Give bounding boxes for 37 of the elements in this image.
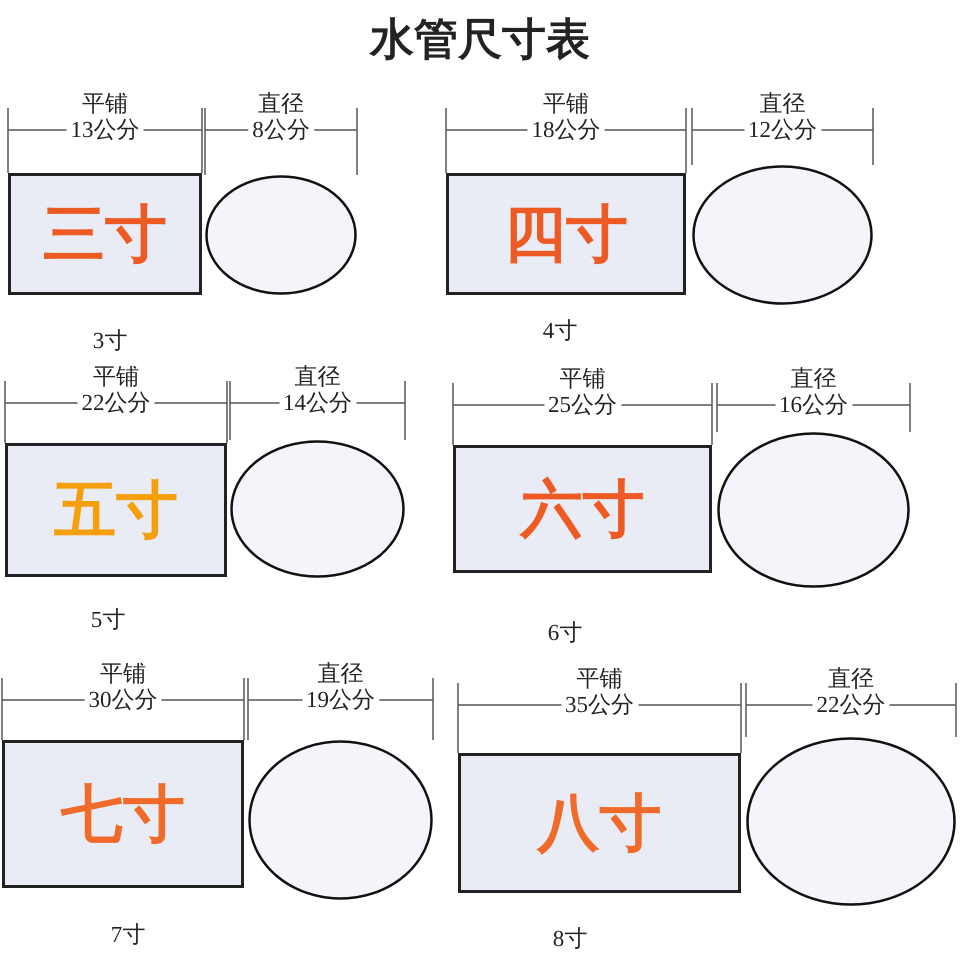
node-label: 6寸	[548, 619, 582, 647]
pipe-circle	[230, 440, 405, 578]
pipe-circle	[248, 740, 433, 900]
dimension-label: 直径	[758, 90, 806, 118]
node-label: 4寸	[542, 317, 578, 345]
flat-pipe-box	[2, 740, 244, 888]
title: 水管尺寸表	[370, 14, 590, 66]
flat-pipe-box	[453, 445, 712, 573]
node-label: 8寸	[552, 925, 588, 953]
pipe-circle	[692, 165, 873, 305]
flat-pipe-box	[458, 753, 741, 893]
dimension-label: 直径	[257, 90, 305, 118]
node-label: 3寸	[92, 327, 128, 355]
dimension-label: 平铺	[81, 90, 129, 118]
size-label: 六寸	[520, 478, 644, 540]
pipe-circle	[746, 737, 956, 906]
size-label: 四寸	[504, 203, 628, 265]
node-label: 5寸	[90, 606, 126, 634]
dimension-label: 平铺	[92, 363, 140, 391]
dimension-label: 直径	[294, 363, 342, 391]
dimension-label: 平铺	[576, 665, 624, 693]
dimension-label: 直径	[827, 665, 875, 693]
dimension-label: 直径	[790, 365, 838, 393]
dimension-label: 平铺	[558, 365, 606, 393]
pipe-circle	[717, 432, 910, 588]
flat-pipe-box	[5, 443, 227, 577]
size-label: 七寸	[61, 783, 185, 845]
dimension-label: 平铺	[542, 90, 590, 118]
size-label: 八寸	[538, 792, 662, 854]
flat-pipe-box	[446, 173, 686, 295]
pipe-circle	[205, 175, 357, 295]
size-label: 五寸	[54, 479, 178, 541]
dimension-label: 平铺	[99, 660, 147, 688]
flat-pipe-box	[8, 173, 202, 295]
dimension-label: 直径	[316, 660, 364, 688]
size-label: 三寸	[43, 203, 167, 265]
node-label: 7寸	[110, 921, 146, 949]
